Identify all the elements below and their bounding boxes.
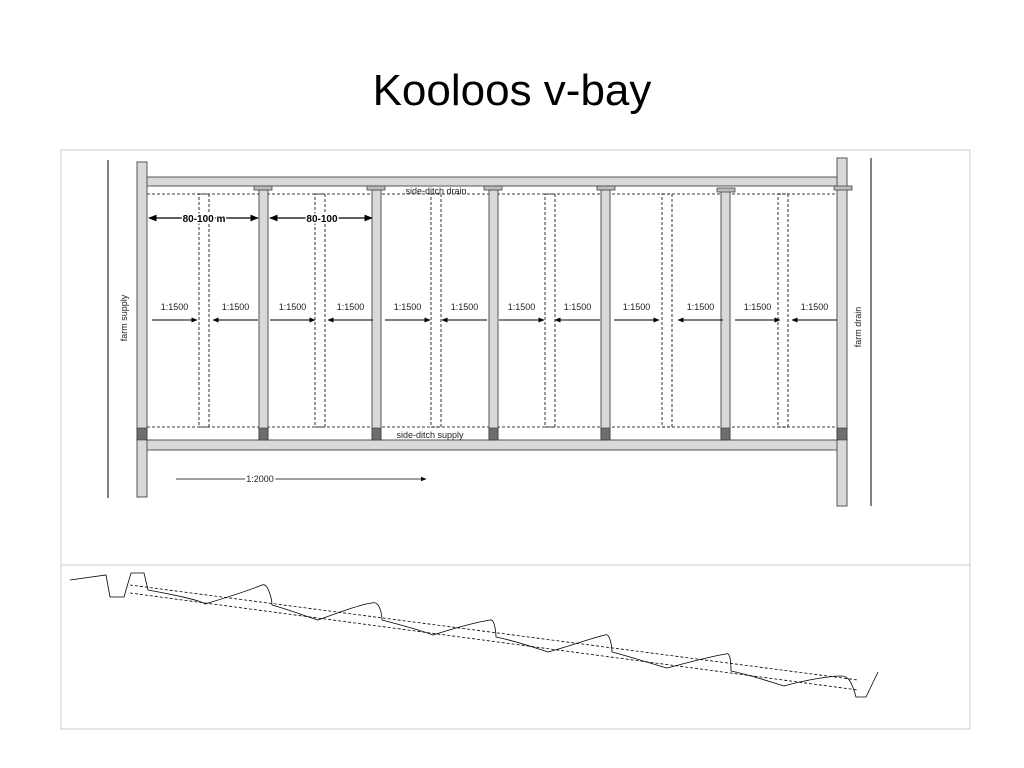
side-ditch-supply-label: side-ditch supply (396, 430, 464, 440)
plan-view-frame (60, 149, 971, 566)
slope-label: 1:1500 (508, 302, 536, 312)
supply-gate (720, 427, 731, 441)
drain-gates (253, 185, 853, 193)
slope-label: 1:1500 (161, 302, 189, 312)
v-ditch (430, 193, 442, 428)
slope-label: 1:1500 (623, 302, 651, 312)
slope-arrows: 1:1500 1:1500 1:1500 1:1500 1:1500 1:1500 1:15… (152, 302, 837, 323)
supply-gates (136, 427, 848, 441)
farm-supply-channel (136, 161, 148, 498)
design-gradeline (129, 592, 859, 691)
ridge-channel (258, 189, 269, 441)
slope-label: 1:1500 (744, 302, 772, 312)
slide-title: Kooloos v-bay (372, 66, 652, 115)
drain-gate (483, 185, 503, 191)
supply-gate (258, 427, 269, 441)
bay-width-label: 80-100 m (183, 214, 226, 225)
ridge-channel (720, 189, 731, 441)
supply-gate (488, 427, 499, 441)
v-ditch (314, 193, 326, 428)
v-ditch (777, 193, 789, 428)
v-ditch (544, 193, 556, 428)
v-ditch (198, 193, 210, 428)
ridge-channels (258, 189, 731, 441)
supply-gate (600, 427, 611, 441)
cross-section-profile (69, 572, 879, 698)
slope-label: 1:1500 (801, 302, 829, 312)
slope-label: 1:1500 (279, 302, 307, 312)
slope-label: 1:1500 (451, 302, 479, 312)
slope-label: 1:1500 (687, 302, 715, 312)
drain-gate (253, 185, 273, 191)
drain-gate (833, 185, 853, 191)
slope-label: 1:1500 (394, 302, 422, 312)
section-view-frame (60, 564, 971, 730)
v-ditch (661, 193, 673, 428)
farm-drain-label: farm drain (853, 307, 863, 348)
ground-profile (69, 572, 879, 698)
supply-gate (136, 427, 148, 441)
drain-gate (366, 185, 386, 191)
ridge-channel (371, 189, 382, 441)
side-ditch-drain-label: side-ditch drain (405, 186, 466, 196)
farm-drain-channel (836, 157, 848, 507)
drain-gate (596, 185, 616, 191)
bay-width-short-label: 80-100 (306, 214, 338, 225)
original-gradeline (129, 584, 859, 681)
slope-label: 1:1500 (222, 302, 250, 312)
ridge-channel (488, 189, 499, 441)
v-ditches (198, 193, 789, 428)
slope-label: 1:1500 (337, 302, 365, 312)
slope-label: 1:1500 (564, 302, 592, 312)
long-slope-label: 1:2000 (246, 474, 274, 484)
drain-gate (716, 187, 736, 193)
supply-gate (371, 427, 382, 441)
farm-supply-label: farm supply (119, 294, 129, 341)
ridge-channel (600, 189, 611, 441)
side-ditch-supply-channel (146, 439, 838, 451)
side-ditch-drain-channel (146, 176, 838, 187)
supply-gate (836, 427, 848, 441)
